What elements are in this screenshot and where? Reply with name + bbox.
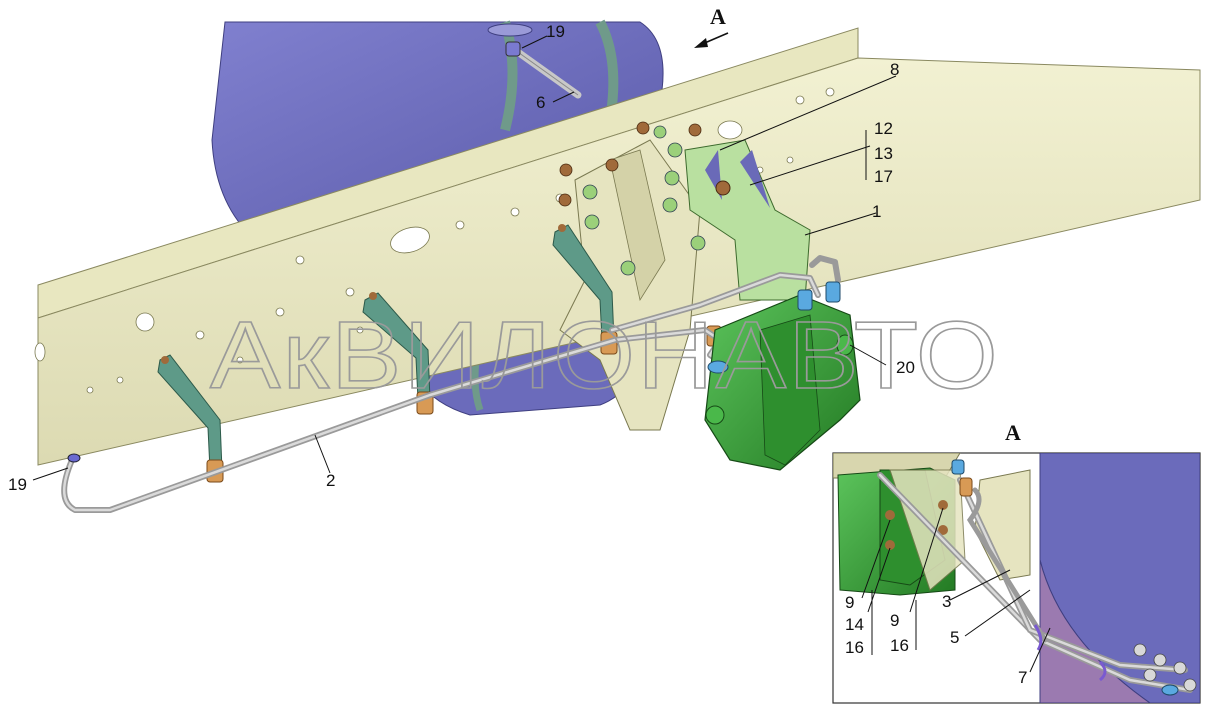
- watermark: АкВИЛОНАВТО: [210, 302, 1000, 409]
- callout-inset-3: 3: [942, 592, 951, 611]
- fuel-pump-20: [704, 281, 861, 471]
- callout-19-left: 19: [8, 475, 27, 494]
- callout-20: 20: [896, 358, 915, 377]
- callout-inset-5: 5: [950, 628, 959, 647]
- callout-inset-9b: 9: [890, 611, 899, 630]
- callout-13: 13: [874, 144, 893, 163]
- view-arrow: A: [694, 4, 729, 48]
- callout-inset-16b: 16: [890, 636, 909, 655]
- callout-2: 2: [326, 471, 335, 490]
- callout-19-top: 19: [546, 22, 565, 41]
- callout-12: 12: [874, 119, 893, 138]
- callouts-inset: 9 14 16 9 16 3 5 7: [845, 592, 1027, 687]
- inset-label: A: [1005, 420, 1021, 445]
- callout-inset-7: 7: [1018, 668, 1027, 687]
- callout-17: 17: [874, 167, 893, 186]
- callout-8: 8: [890, 60, 899, 79]
- inset-view-a: [832, 452, 1201, 704]
- pump-bracket-8: [684, 139, 811, 301]
- callout-inset-16a: 16: [845, 638, 864, 657]
- pipe-6: [505, 41, 582, 99]
- callout-6: 6: [536, 93, 545, 112]
- callouts-main: 19 6 8 12 13 17 1 20 2 19: [8, 22, 915, 494]
- callout-inset-9a: 9: [845, 593, 854, 612]
- leader-lines: [32, 35, 897, 481]
- callout-inset-14: 14: [845, 615, 864, 634]
- view-direction-label: A: [710, 4, 726, 29]
- callout-1: 1: [872, 202, 881, 221]
- pipe-2: [61, 255, 841, 513]
